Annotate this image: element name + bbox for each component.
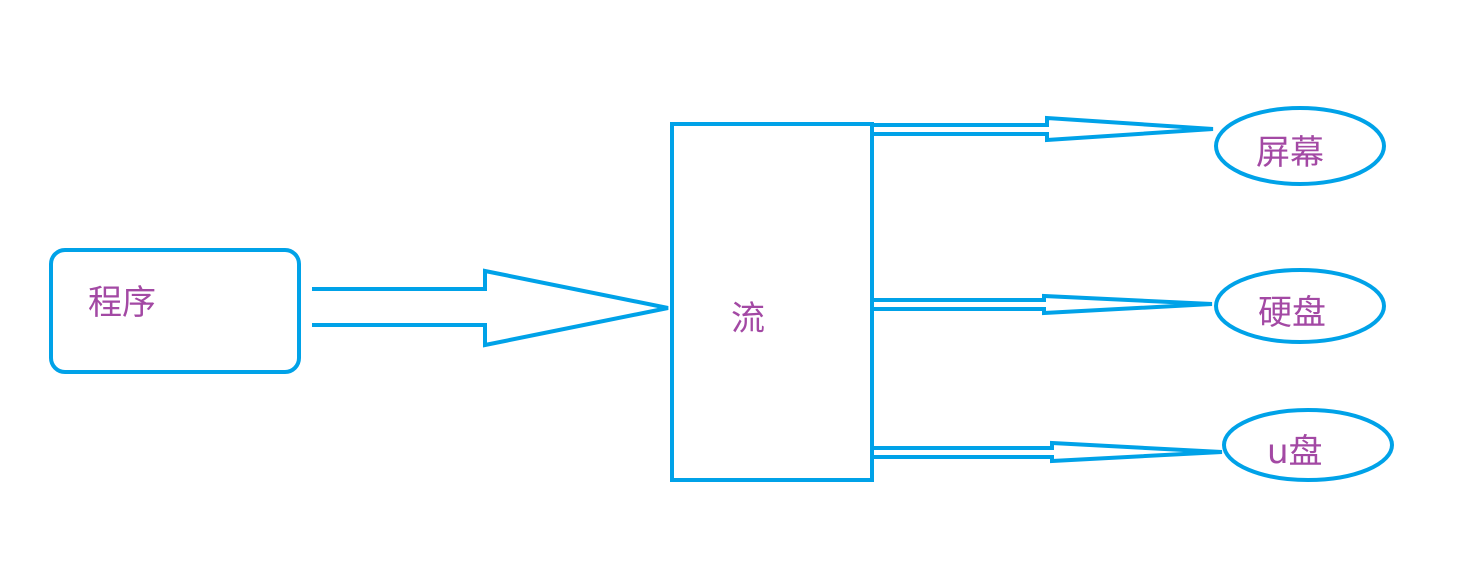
stream-label: 流 [731, 299, 765, 339]
program-label: 程序 [88, 283, 156, 323]
usb-node [1222, 408, 1394, 482]
arrow-stream-to-usb [874, 440, 1223, 464]
usb-label: u盘 [1267, 432, 1323, 472]
stream-node [670, 122, 874, 482]
harddisk-label: 硬盘 [1258, 293, 1326, 333]
arrow-stream-to-screen [874, 115, 1214, 143]
screen-label: 屏幕 [1256, 133, 1324, 173]
arrow-program-to-stream [312, 268, 669, 348]
arrow-stream-to-harddisk [874, 293, 1213, 316]
screen-node [1214, 106, 1386, 186]
program-node [49, 248, 301, 374]
harddisk-node [1214, 268, 1386, 344]
